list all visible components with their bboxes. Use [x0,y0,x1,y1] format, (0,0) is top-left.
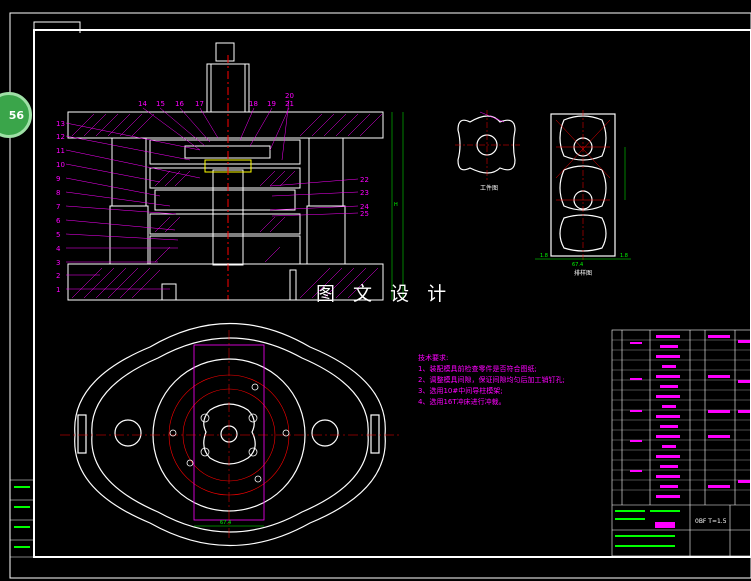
plan-view [60,322,400,547]
left-revision-strip [9,479,35,558]
label-6: 6 [56,217,61,225]
label-2: 2 [56,272,60,280]
label-20: 20 [285,92,294,100]
strip-left-margin: 1.8 [540,253,548,259]
label-21: 21 [285,100,294,108]
section-part-numbers: 13 12 11 10 9 8 7 6 5 4 3 2 1 14 15 16 1… [56,92,369,294]
label-22: 22 [360,176,369,184]
assembly-section-view [67,42,404,301]
label-9: 9 [56,175,60,183]
title-block-scale: 0BF T=1.5 [695,518,727,525]
label-12: 12 [56,133,65,141]
label-15: 15 [156,100,165,108]
label-17: 17 [195,100,204,108]
label-3: 3 [56,259,60,267]
technical-requirement-2: 2、调整模具间隙，保证间隙均匀后加工销钉孔; [418,376,565,384]
label-13: 13 [56,120,65,128]
label-23: 23 [360,189,369,197]
plan-width-dim: 67.4 [220,520,231,526]
left-strip-green [14,486,30,548]
label-7: 7 [56,203,60,211]
leader-lines [65,99,359,290]
technical-requirement-4: 4、选用16T冲床进行冲裁。 [418,398,506,406]
label-8: 8 [56,189,60,197]
layout-caption: 排样图 [574,269,592,277]
title-block-green [615,510,680,547]
label-19: 19 [267,100,276,108]
technical-requirement-3: 3、选用10#中间导柱模架; [418,387,503,395]
bom-table [611,329,751,557]
strip-layout-view [535,110,631,262]
blank-part-view [455,110,520,182]
watermark-title: 图 文 设 计 [316,283,453,305]
technical-requirements: 技术要求: 1、装配模具前检查零件是否符合图纸; 2、调整模具间隙，保证间隙均匀… [418,353,565,408]
label-4: 4 [56,245,61,253]
strip-right-margin: 1.8 [620,253,628,259]
label-24: 24 [360,203,369,211]
label-18: 18 [249,100,258,108]
label-14: 14 [138,100,147,108]
technical-requirement-1: 1、装配模具前检查零件是否符合图纸; [418,365,537,373]
blank-caption: 工件图 [480,184,498,192]
label-1: 1 [56,286,60,294]
label-5: 5 [56,231,60,239]
title-block-magenta-cell [655,522,675,528]
strip-width-dim: 67.4 [572,262,583,268]
outer-frame [9,12,751,579]
bom-rows [612,339,751,491]
technical-requirements-heading: 技术要求: [418,354,449,362]
frame-tab [33,21,81,33]
label-16: 16 [175,100,184,108]
label-11: 11 [56,147,65,155]
label-10: 10 [56,161,65,169]
bom-fill-marks [630,335,750,498]
label-25: 25 [360,210,369,218]
inner-frame [33,29,751,558]
